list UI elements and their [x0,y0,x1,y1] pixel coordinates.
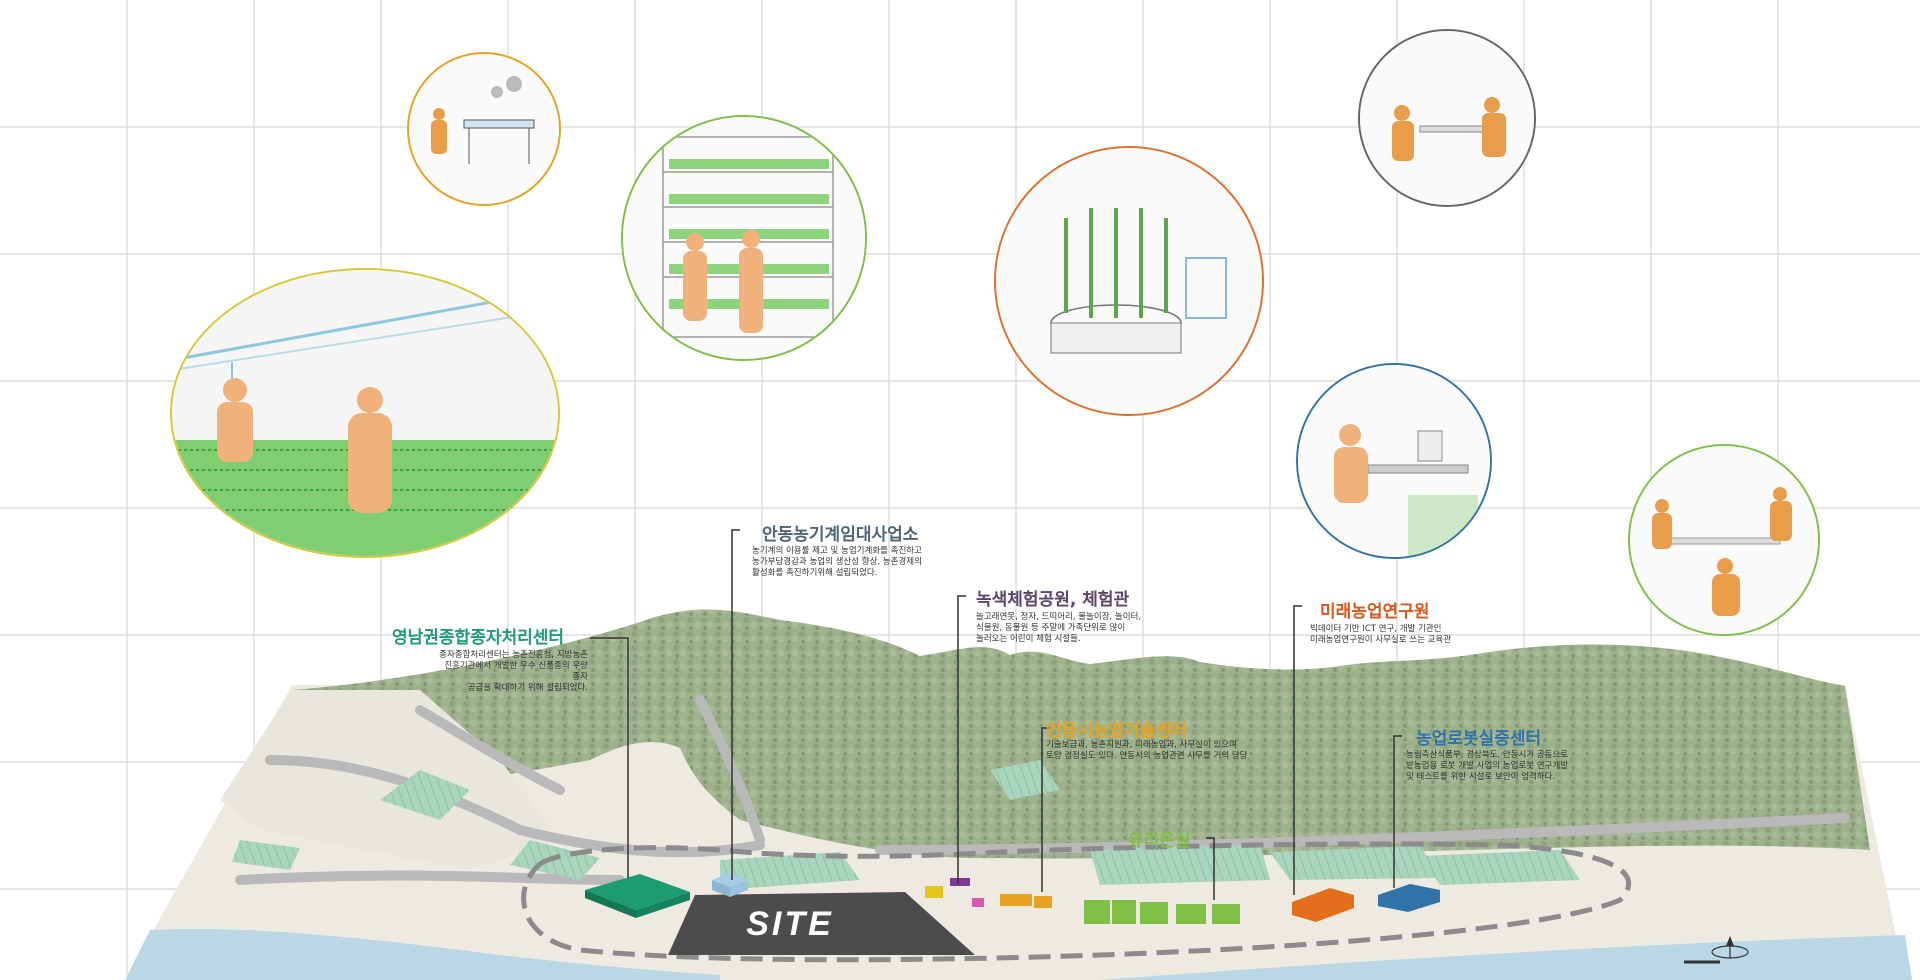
building-seed-center [585,874,690,918]
site-area [668,892,975,955]
bubble-coworking [1628,444,1820,636]
facility-label-future-agri: 미래농업연구원 [1320,602,1430,622]
building-machinery-rental [712,873,748,897]
facility-label-machinery-rental: 안동농기계임대사업소 [762,525,919,545]
building-green-park [925,878,1052,908]
leader-lines [590,529,1402,900]
sea [125,929,720,980]
bubble-ict-desk [1296,363,1492,559]
mountain-forest [292,609,1870,859]
facility-desc-green-park: 놀고래연못, 정자, 드띠어리, 물놀이장, 놀이터,식물원, 동물원 등 주말… [976,612,1142,644]
bubble-lab-bench [407,52,561,206]
site-label: SITE [746,905,834,943]
bubble-hydroponic-tower [994,146,1264,416]
facility-label-green-park: 녹색체험공원, 체험관 [976,590,1130,610]
bubble-office-meeting [1358,29,1536,207]
bubble-smart-farm-field [170,268,560,558]
building-future-agri [1292,888,1354,922]
building-robot-center [1378,884,1440,912]
facility-label-agri-tech-center: 안동시농업기술센터 [1046,721,1187,741]
north-arrow-icon [1684,936,1749,964]
building-greenhouses [1084,900,1240,924]
facility-label-seed-center: 영남권종합종자처리센터 [392,628,565,648]
site-boundary [521,841,1632,963]
bubble-vertical-farm [621,115,867,361]
sea-right [1100,935,1912,980]
facility-label-robot-center: 농업로봇실증센터 [1416,729,1542,749]
facility-label-glass-greenhouse: 유리온실 [1128,831,1191,851]
